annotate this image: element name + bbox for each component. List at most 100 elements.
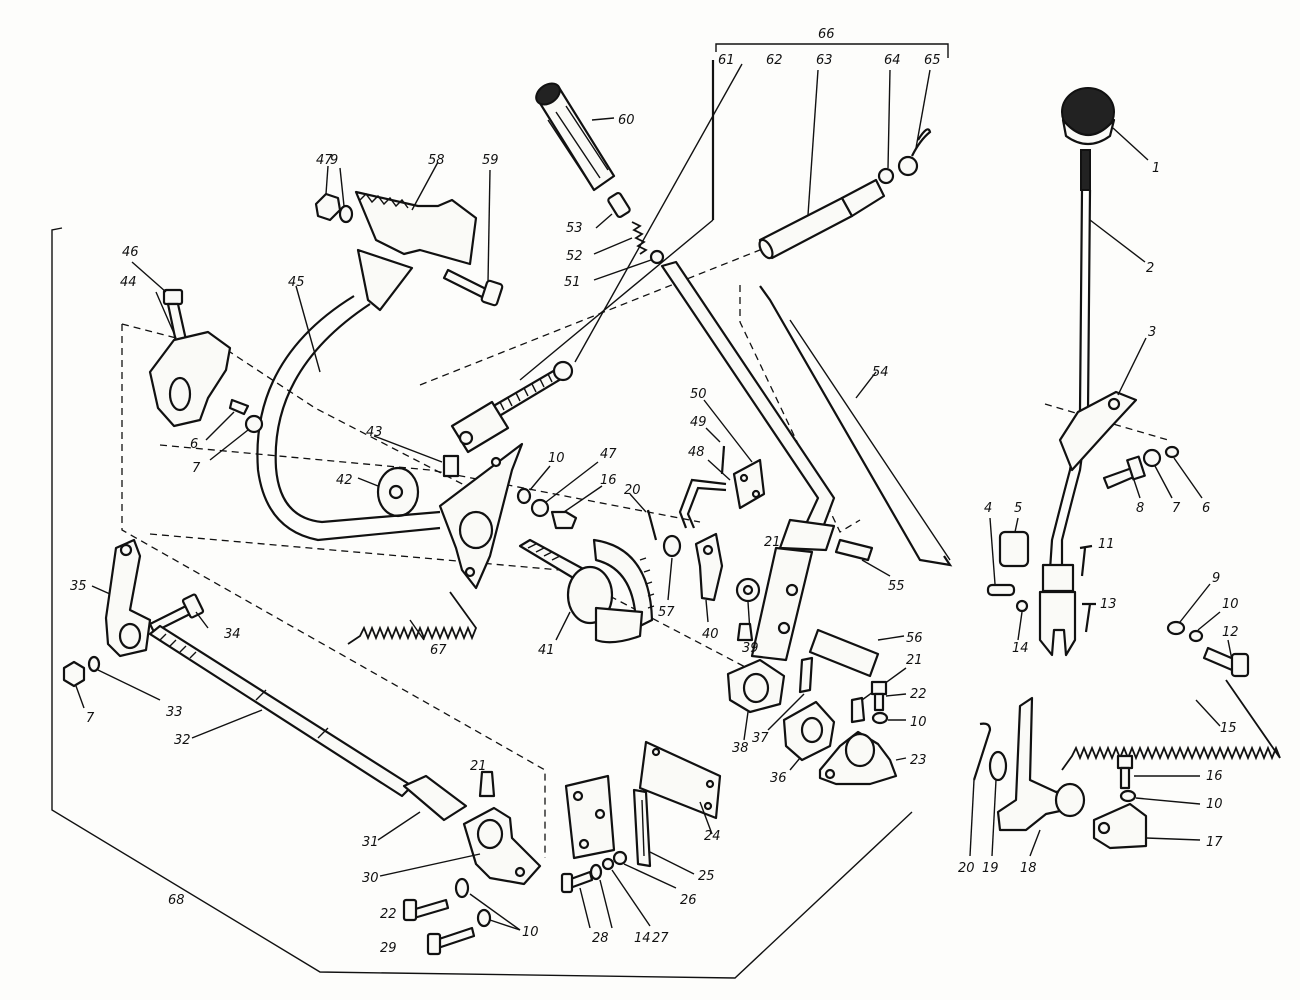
part-55-pin bbox=[834, 538, 891, 577]
label-20-right: 20 bbox=[958, 861, 975, 876]
part-61-rod bbox=[488, 60, 715, 420]
part-7-nut-bottom bbox=[62, 660, 86, 709]
label-51: 51 bbox=[564, 275, 581, 290]
label-10-mid2: 10 bbox=[910, 715, 927, 730]
label-35: 35 bbox=[70, 579, 87, 594]
part-3-bracket bbox=[1058, 337, 1147, 472]
label-67: 67 bbox=[430, 643, 447, 658]
label-14-bottom: 14 bbox=[634, 931, 651, 946]
label-27: 27 bbox=[652, 931, 669, 946]
label-32: 32 bbox=[174, 733, 191, 748]
label-12: 12 bbox=[1222, 625, 1239, 640]
part-41-shaft-sector bbox=[518, 538, 655, 644]
part-60-grip bbox=[535, 82, 616, 192]
part-53-spacer bbox=[595, 191, 631, 229]
label-2: 2 bbox=[1146, 261, 1154, 276]
part-11-cotter bbox=[1079, 544, 1093, 577]
label-30: 30 bbox=[362, 871, 379, 886]
part-6-washer-right bbox=[1164, 445, 1203, 499]
label-26: 26 bbox=[680, 893, 697, 908]
part-7-nut-right bbox=[1142, 448, 1173, 499]
part-23-clamp bbox=[818, 730, 907, 786]
part-7-nut-left bbox=[209, 414, 264, 461]
label-68: 68 bbox=[168, 893, 185, 908]
part-50-plate bbox=[703, 399, 766, 510]
label-40: 40 bbox=[702, 627, 719, 642]
part-59-bolt bbox=[442, 169, 504, 307]
label-10-right-b: 10 bbox=[1206, 797, 1223, 812]
part-9-washer-top bbox=[338, 167, 354, 224]
label-34: 34 bbox=[224, 627, 241, 642]
label-17: 17 bbox=[1206, 835, 1223, 850]
label-47-mid: 47 bbox=[600, 447, 617, 462]
label-53: 53 bbox=[566, 221, 583, 236]
part-51-ball bbox=[593, 249, 665, 281]
part-46-bolt bbox=[131, 261, 188, 344]
label-18: 18 bbox=[1020, 861, 1037, 876]
part-58-pedal-pad bbox=[354, 161, 478, 266]
part-28-bolt bbox=[560, 870, 594, 929]
label-41: 41 bbox=[538, 643, 555, 658]
label-47-top: 47 bbox=[316, 153, 333, 168]
label-4: 4 bbox=[984, 501, 992, 516]
part-27-washer bbox=[601, 857, 651, 927]
part-2-lever-rod bbox=[1048, 149, 1146, 571]
part-49-pin bbox=[705, 427, 726, 475]
part-45-hub bbox=[438, 442, 524, 590]
label-46: 46 bbox=[122, 245, 139, 260]
label-15: 15 bbox=[1220, 721, 1237, 736]
part-16-bolt-mid bbox=[550, 485, 603, 530]
part-48-rod bbox=[678, 459, 731, 529]
part-17-clamp bbox=[1092, 802, 1201, 850]
label-33: 33 bbox=[166, 705, 183, 720]
part-13-cotter bbox=[1082, 602, 1096, 633]
part-37-pin bbox=[767, 656, 814, 731]
label-50: 50 bbox=[690, 387, 707, 402]
label-10-mid: 10 bbox=[548, 451, 565, 466]
part-14-washer-bottom bbox=[589, 863, 613, 929]
part-35-lever bbox=[91, 538, 152, 658]
part-47-nut-mid bbox=[530, 461, 599, 518]
part-43-grease-fitting bbox=[373, 435, 460, 478]
label-49: 49 bbox=[690, 415, 707, 430]
label-62: 62 bbox=[766, 53, 783, 68]
label-59: 59 bbox=[482, 153, 499, 168]
label-19: 19 bbox=[982, 861, 999, 876]
part-22-bolt bbox=[870, 680, 907, 712]
part-36-block bbox=[782, 700, 836, 771]
label-11: 11 bbox=[1098, 537, 1115, 552]
label-21-mid: 21 bbox=[764, 535, 781, 550]
part-block-end bbox=[450, 400, 510, 454]
label-7-right: 7 bbox=[1172, 501, 1181, 516]
label-14-right: 14 bbox=[1012, 641, 1029, 656]
part-20-cotter-right bbox=[969, 722, 992, 857]
label-6-right: 6 bbox=[1202, 501, 1210, 516]
part-10-washer-mid2 bbox=[871, 711, 906, 725]
part-57-washer bbox=[662, 534, 682, 601]
label-58: 58 bbox=[428, 153, 445, 168]
label-63: 63 bbox=[816, 53, 833, 68]
part-67-spring bbox=[347, 591, 478, 645]
label-7-bottom: 7 bbox=[86, 711, 95, 726]
part-14-washer bbox=[1015, 599, 1029, 641]
label-21-bottom: 21 bbox=[470, 759, 487, 774]
part-22-bolt-bottom bbox=[402, 898, 450, 922]
part-54-rod bbox=[759, 285, 953, 567]
part-30-bearing bbox=[379, 806, 542, 886]
label-3: 3 bbox=[1148, 325, 1156, 340]
part-26-washer bbox=[612, 850, 677, 889]
label-56: 56 bbox=[906, 631, 923, 646]
part-21-fitting-bottom bbox=[478, 770, 496, 798]
part-lever-main bbox=[660, 260, 836, 662]
part-19-washer bbox=[988, 750, 1008, 857]
part-32-shaft bbox=[148, 624, 414, 798]
label-8: 8 bbox=[1136, 501, 1144, 516]
label-60: 60 bbox=[618, 113, 635, 128]
part-5-bushing bbox=[998, 517, 1030, 568]
part-10-washers-bottom bbox=[454, 877, 521, 931]
label-52: 52 bbox=[566, 249, 583, 264]
label-48: 48 bbox=[688, 445, 705, 460]
part-65-nut-cotter bbox=[897, 69, 932, 177]
label-61: 61 bbox=[718, 53, 735, 68]
